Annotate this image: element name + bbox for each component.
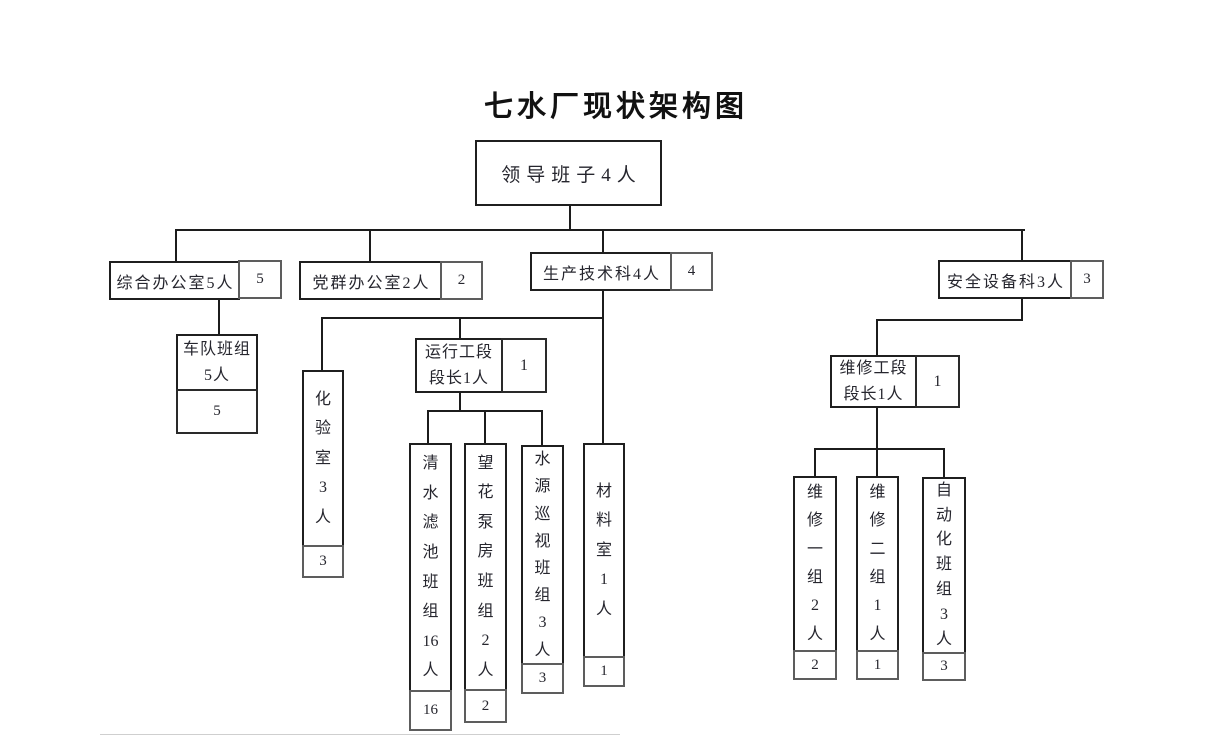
connector — [541, 410, 543, 446]
node-general-office: 综合办公室5人 — [109, 261, 240, 300]
connector — [427, 410, 429, 444]
connector — [175, 229, 177, 262]
connector — [218, 300, 220, 335]
connector — [602, 291, 604, 444]
connector — [321, 317, 604, 319]
node-party-office: 党群办公室2人 — [299, 261, 442, 300]
connector — [321, 317, 323, 371]
node-water-source-patrol-team: 水 源 巡 视 班 组 3 人 — [521, 445, 564, 665]
node-leadership: 领导班子4人 — [475, 140, 662, 206]
node-material-room: 材 料 室 1 人 — [583, 443, 625, 658]
connector — [876, 319, 878, 356]
node-party-office-count: 2 — [440, 261, 483, 300]
node-maintenance-group-1-count: 2 — [793, 650, 837, 680]
connector — [814, 448, 816, 477]
page-edge-line — [100, 734, 620, 735]
node-operation-section-chief: 运行工段 段长1人 — [415, 338, 503, 393]
node-clearwater-filter-team-count: 16 — [409, 690, 452, 731]
node-maintenance-section-chief-count: 1 — [915, 355, 960, 408]
node-operation-section-chief-count: 1 — [501, 338, 547, 393]
connector — [876, 407, 878, 450]
connector — [876, 448, 878, 477]
node-automation-team-count: 3 — [922, 652, 966, 681]
node-maintenance-group-2-count: 1 — [856, 650, 899, 680]
node-lab-count: 3 — [302, 545, 344, 578]
node-wanghua-pump-team-count: 2 — [464, 689, 507, 723]
node-fleet-team: 车队班组 5人 — [176, 334, 258, 391]
node-maintenance-group-1: 维 修 一 组 2 人 — [793, 476, 837, 652]
connector — [459, 317, 461, 339]
connector — [569, 206, 571, 231]
connector — [459, 392, 461, 412]
connector — [876, 319, 1023, 321]
connector — [943, 448, 945, 478]
connector — [484, 410, 486, 444]
node-maintenance-group-2: 维 修 二 组 1 人 — [856, 476, 899, 652]
connector — [175, 229, 1025, 231]
node-lab: 化 验 室 3 人 — [302, 370, 344, 547]
connector — [1021, 229, 1023, 261]
node-maintenance-section-chief: 维修工段 段长1人 — [830, 355, 917, 408]
node-production-tech-count: 4 — [670, 252, 713, 291]
connector — [602, 229, 604, 253]
connector — [1021, 298, 1023, 321]
node-clearwater-filter-team: 清 水 滤 池 班 组 16 人 — [409, 443, 452, 692]
node-fleet-team-count: 5 — [176, 389, 258, 434]
node-safety-equipment: 安全设备科3人 — [938, 260, 1072, 299]
node-material-room-count: 1 — [583, 656, 625, 687]
node-wanghua-pump-team: 望 花 泵 房 班 组 2 人 — [464, 443, 507, 691]
connector — [814, 448, 945, 450]
connector — [369, 229, 371, 261]
node-production-tech: 生产技术科4人 — [530, 252, 672, 291]
node-general-office-count: 5 — [238, 260, 282, 299]
node-safety-equipment-count: 3 — [1070, 260, 1104, 299]
page-title: 七水厂现状架构图 — [483, 91, 748, 123]
node-automation-team: 自 动 化 班 组 3 人 — [922, 477, 966, 654]
node-water-source-patrol-team-count: 3 — [521, 663, 564, 694]
